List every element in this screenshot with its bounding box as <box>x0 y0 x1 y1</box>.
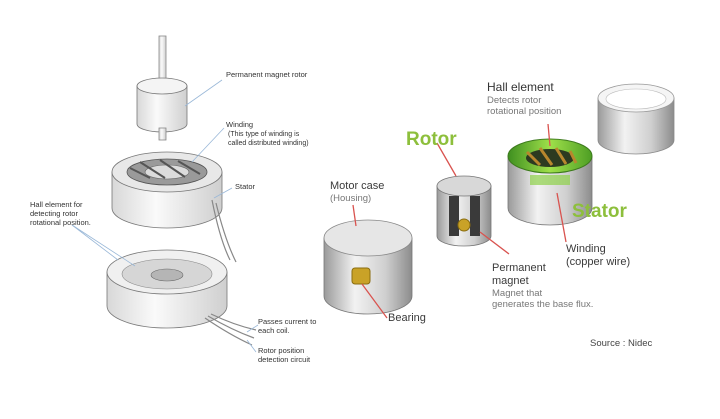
label-passes-current-1: Passes current to <box>258 317 317 326</box>
label-housing: (Housing) <box>330 193 372 204</box>
label-stator: Stator <box>235 182 256 191</box>
label-motor-case: Motor case <box>330 180 385 192</box>
label-stator-right: Stator <box>572 201 627 222</box>
label-rotor: Rotor <box>406 129 457 150</box>
label-hall-element-1: Hall element for <box>30 200 83 209</box>
label-detection-circuit-2: detection circuit <box>258 355 311 364</box>
label-hall-element-title: Hall element <box>487 80 554 94</box>
label-winding-note-2: called distributed winding) <box>228 140 309 147</box>
label-permanent-magnet-1: Permanent <box>492 262 546 274</box>
label-winding-note-1: (This type of winding is <box>228 131 300 138</box>
left-leader-lines <box>71 79 259 353</box>
label-passes-current-2: each coil. <box>258 326 290 335</box>
left-wires <box>204 199 257 346</box>
source-credit: Source : Nidec <box>590 338 653 349</box>
label-magnet-desc-2: generates the base flux. <box>492 299 594 310</box>
end-cap <box>597 83 675 155</box>
label-hall-element-3: rotational position. <box>30 218 91 227</box>
left-base <box>106 249 228 329</box>
label-permanent-magnet-rotor: Permanent magnet rotor <box>226 70 308 79</box>
label-magnet-desc-1: Magnet that <box>492 288 543 299</box>
label-bearing: Bearing <box>388 312 426 324</box>
rotor-part <box>436 175 492 247</box>
stator-part <box>507 138 593 226</box>
label-winding-right-2: (copper wire) <box>566 256 631 268</box>
left-stator <box>111 151 223 229</box>
label-detection-circuit-1: Rotor position <box>258 346 305 355</box>
left-rotor <box>136 77 188 141</box>
motor-case <box>323 219 413 315</box>
label-hall-element-desc-2: rotational position <box>487 106 562 117</box>
label-winding-right-1: Winding <box>566 243 606 255</box>
right-arrows <box>352 123 567 319</box>
label-hall-element-2: detecting rotor <box>30 209 78 218</box>
label-hall-element-desc-1: Detects rotor <box>487 95 542 106</box>
label-winding: Winding <box>226 120 254 129</box>
label-permanent-magnet-2: magnet <box>492 275 529 287</box>
